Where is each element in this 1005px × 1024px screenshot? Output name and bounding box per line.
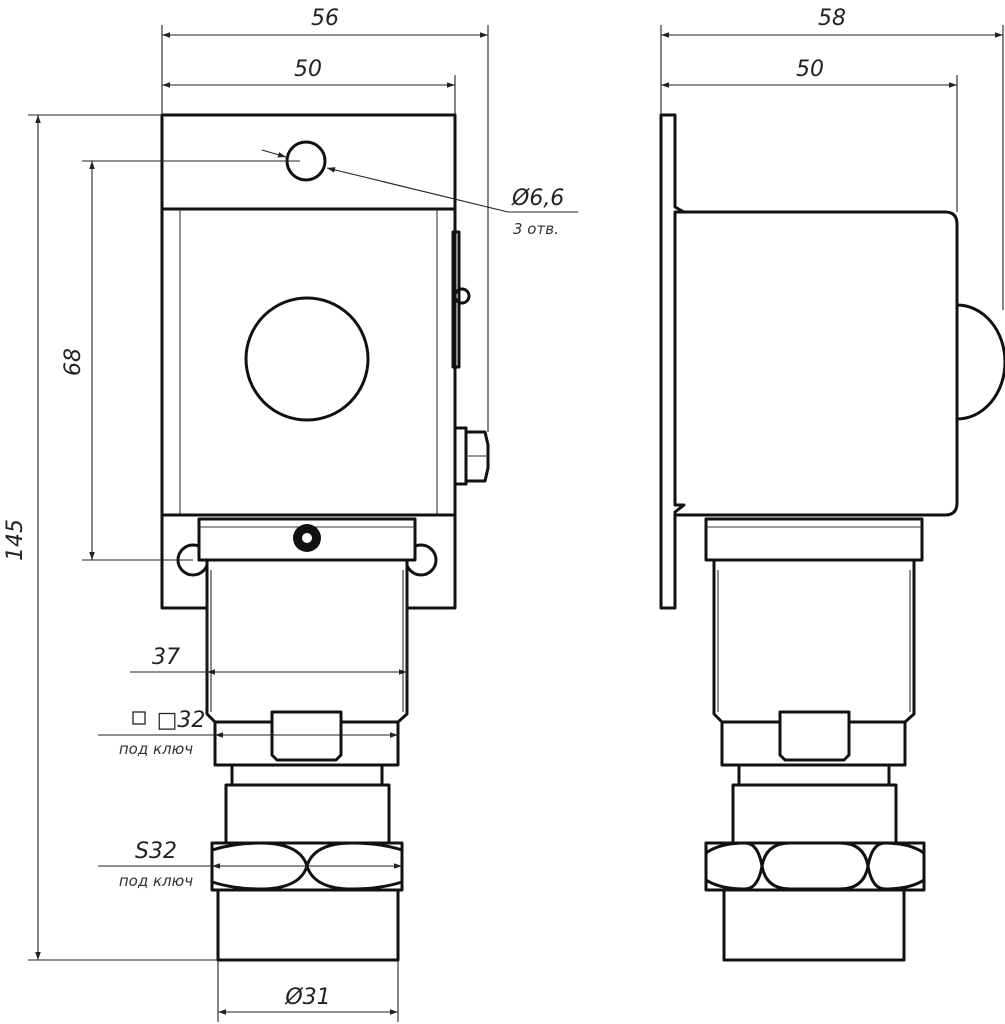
side-dimensions: 58 50 bbox=[660, 6, 1004, 310]
indicator-window bbox=[244, 296, 370, 422]
side-hex-face bbox=[705, 841, 764, 891]
hole-leader bbox=[326, 167, 509, 213]
dim-height-total: 145 bbox=[3, 519, 28, 561]
side-hex-nut bbox=[704, 841, 926, 892]
dim-body-depth: 50 bbox=[796, 57, 824, 82]
dim-hex-note: под ключ bbox=[119, 872, 193, 890]
front-view bbox=[160, 113, 490, 962]
dim-housing-width: 37 bbox=[152, 645, 180, 670]
ground-bolt-head bbox=[464, 430, 490, 483]
side-sensor-collar bbox=[704, 517, 924, 562]
side-cover-edge bbox=[451, 230, 461, 369]
fitting-body bbox=[224, 783, 391, 845]
dim-body-width: 50 bbox=[294, 57, 322, 82]
dim-overall-width: 56 bbox=[311, 6, 339, 31]
side-hex-face bbox=[760, 841, 870, 891]
side-fitting-body bbox=[731, 783, 898, 845]
square-symbol-icon bbox=[132, 711, 146, 725]
side-mounting-bracket bbox=[659, 113, 686, 610]
side-fitting-neck bbox=[737, 763, 891, 787]
hole-callout: Ø6,6 bbox=[511, 186, 564, 211]
side-indicator-dome bbox=[956, 303, 1005, 421]
side-square-flat bbox=[778, 710, 851, 762]
side-threaded-end bbox=[722, 888, 906, 962]
dim-thread-diameter: Ø31 bbox=[284, 985, 330, 1010]
dim-square-note: под ключ bbox=[119, 740, 193, 758]
side-sensor-housing bbox=[712, 558, 916, 724]
front-dimensions: 56 50 145 68 Ø6,6 3 отв. 37 □32 под ключ bbox=[3, 6, 578, 1022]
side-hex-face bbox=[866, 841, 925, 891]
dim-hole-spacing: 68 bbox=[61, 348, 86, 376]
ground-bolt-washer bbox=[455, 426, 468, 486]
side-enclosure bbox=[675, 210, 959, 517]
sensor-housing bbox=[205, 558, 409, 724]
side-view bbox=[659, 113, 1005, 962]
dim-hex-wrench: S32 bbox=[135, 839, 177, 864]
dim-square-wrench: □32 bbox=[157, 708, 206, 733]
threaded-end bbox=[216, 888, 400, 962]
hole-note: 3 отв. bbox=[513, 220, 559, 238]
hole-leader-arrow bbox=[261, 149, 287, 158]
locking-screw-slot bbox=[302, 533, 312, 543]
fitting-neck bbox=[230, 763, 384, 787]
dim-overall-depth: 58 bbox=[818, 6, 846, 31]
square-flat bbox=[270, 710, 343, 762]
side-screw bbox=[453, 287, 471, 305]
